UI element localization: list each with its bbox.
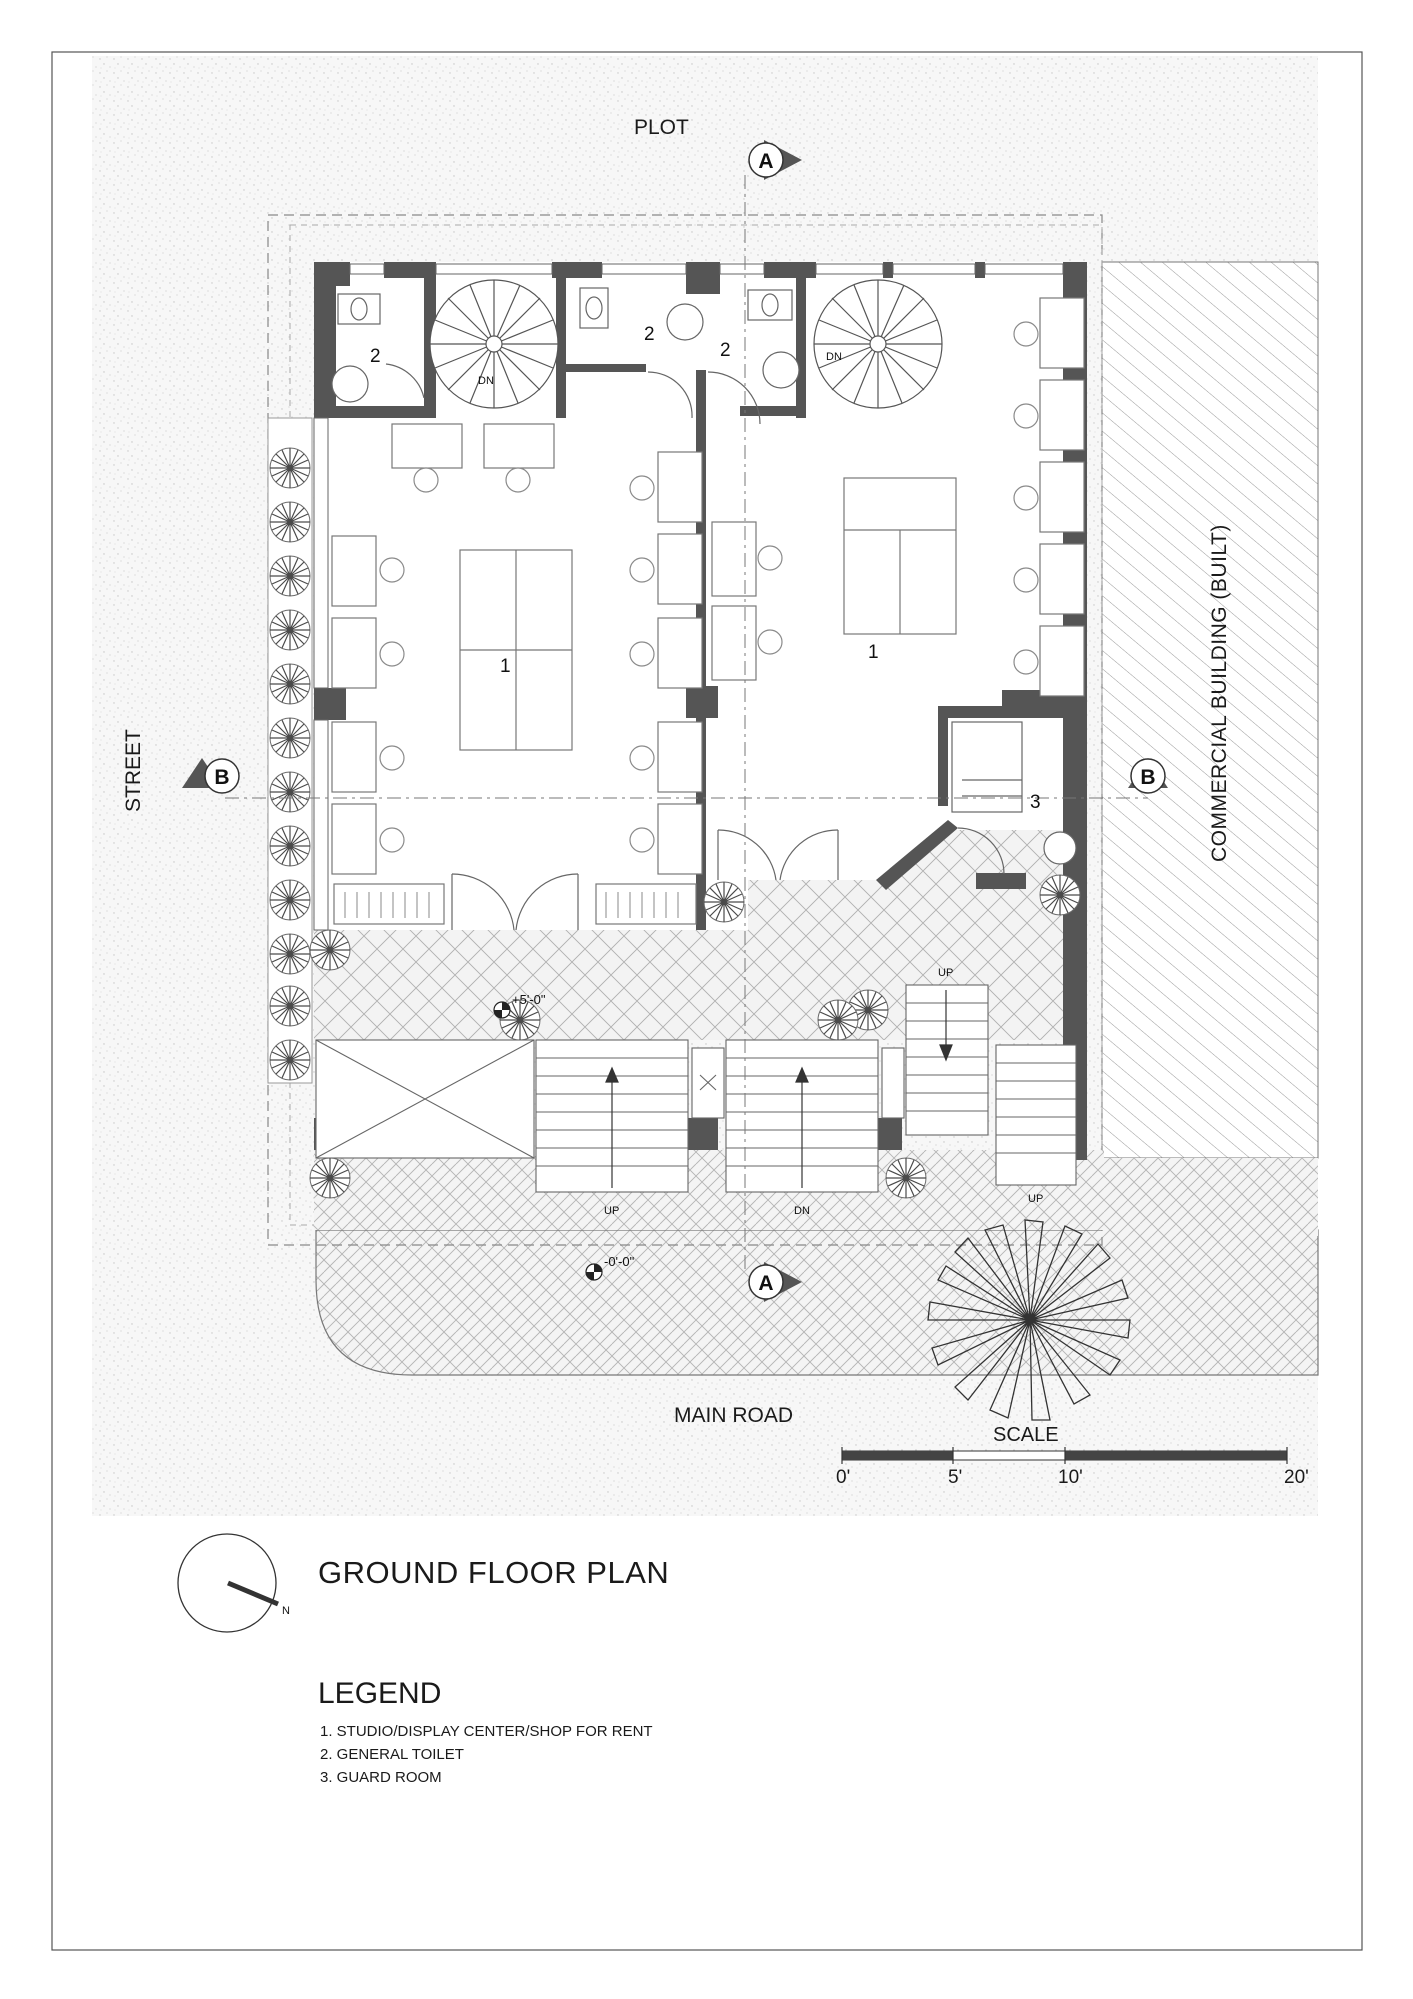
room-number-toilet-c: 2 — [720, 340, 731, 361]
shop-left-doors — [451, 873, 579, 931]
level-upper-value: +5'-0" — [512, 992, 546, 1007]
shop-left-furniture — [331, 423, 703, 925]
legend-item: 1. STUDIO/DISPLAY CENTER/SHOP FOR RENT — [320, 1723, 653, 1740]
scale-bar — [841, 1447, 1288, 1464]
plot-label: PLOT — [634, 116, 689, 139]
stair-label-dn-mid: DN — [794, 1205, 810, 1217]
guard-room-details — [951, 721, 1023, 813]
section-a-bottom-label: A — [758, 1272, 773, 1295]
section-lines — [225, 175, 1148, 1270]
plot-boundary — [267, 214, 1103, 1246]
windows — [313, 263, 1064, 931]
legend-heading: LEGEND — [318, 1677, 442, 1710]
section-marker-a-top: A — [748, 140, 802, 180]
main-road-label: MAIN ROAD — [674, 1404, 794, 1427]
spiral-stair-left — [429, 279, 559, 409]
room-number-toilet-b: 2 — [644, 324, 655, 345]
section-b-left-label: B — [214, 766, 229, 789]
stair-label-up-left: UP — [604, 1205, 619, 1217]
shop-right-furniture — [711, 297, 1085, 697]
right-paving — [1102, 1158, 1318, 1236]
level-ground-value: -0'-0" — [604, 1254, 635, 1269]
scale-tick-20: 20' — [1284, 1467, 1309, 1488]
spiral-stair-right — [813, 279, 943, 409]
scale-label: SCALE — [993, 1424, 1059, 1446]
section-a-top-label: A — [758, 150, 773, 173]
street-label: STREET — [122, 729, 145, 812]
lower-strip-paving — [314, 1150, 1104, 1230]
section-marker-b-right: B — [1128, 758, 1168, 794]
feature-sculpture — [927, 1219, 1131, 1421]
commercial-building-label: COMMERCIAL BUILDING (BUILT) — [1208, 524, 1231, 862]
room-numbers: 1 1 2 2 2 3 — [370, 324, 1041, 813]
room-number-shop-left: 1 — [500, 656, 511, 677]
legend-item: 3. GUARD ROOM — [320, 1769, 442, 1786]
section-b-right-label: B — [1140, 766, 1155, 789]
legend-item: 2. GENERAL TOILET — [320, 1746, 464, 1763]
main-road-paving — [315, 1229, 1319, 1376]
scale-tick-0: 0' — [836, 1467, 851, 1488]
scale-tick-5: 5' — [948, 1467, 963, 1488]
scale-tick-10: 10' — [1058, 1467, 1083, 1488]
room-number-guard: 3 — [1030, 792, 1041, 813]
stair-labels: DN DN UP UP DN UP — [478, 351, 1043, 1217]
level-marker-upper: +5'-0" — [493, 992, 546, 1019]
stair-label-dn-left: DN — [478, 375, 494, 387]
north-label: N — [282, 1605, 290, 1617]
stair-label-up-right: UP — [1028, 1193, 1043, 1205]
shop-left-bench-slats — [344, 892, 679, 918]
section-marker-b-left: B — [182, 758, 240, 794]
stair-label-up-upper: UP — [938, 967, 953, 979]
north-arrow: N — [177, 1533, 290, 1633]
room-number-shop-right: 1 — [868, 642, 879, 663]
section-marker-a-bottom: A — [748, 1262, 802, 1302]
room-number-toilet-a: 2 — [370, 346, 381, 367]
stair-arrows — [605, 990, 953, 1188]
shop-right-doors — [385, 363, 1005, 881]
toilet-fixtures — [331, 287, 1077, 865]
commercial-building-hatch — [1101, 261, 1319, 1159]
drawing-title: GROUND FLOOR PLAN — [318, 1555, 670, 1590]
level-marker-ground: -0'-0" — [585, 1254, 635, 1281]
stair-label-dn-right: DN — [826, 351, 842, 363]
